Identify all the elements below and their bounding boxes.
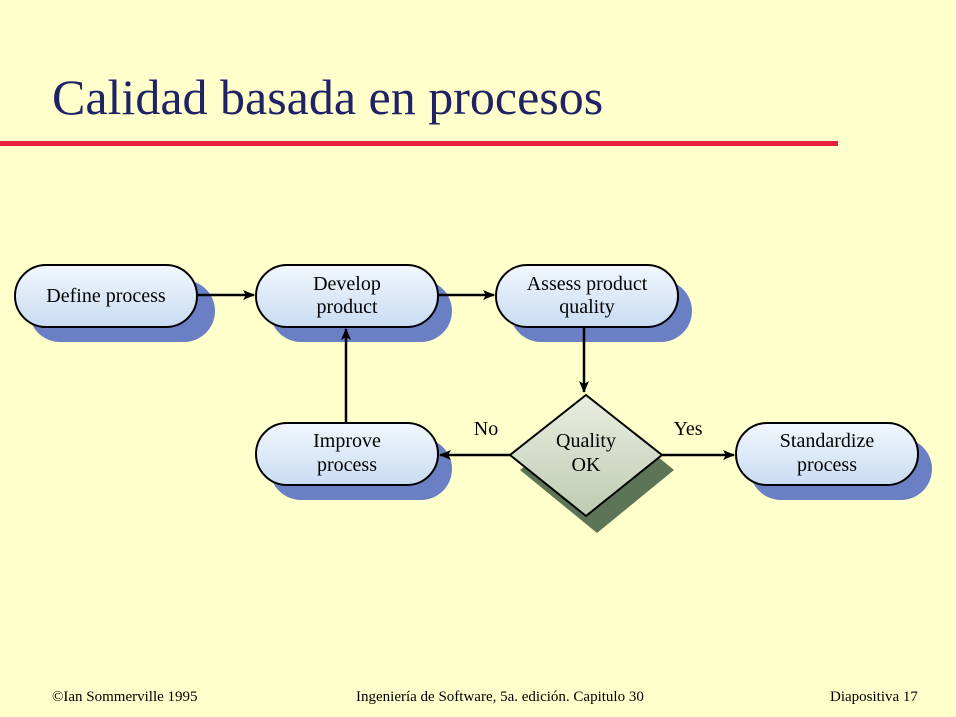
node-assess-quality-label-2: quality [559, 296, 615, 318]
node-assess-quality-label-1: Assess product [527, 273, 648, 295]
node-standardize-process: Standardize process [735, 422, 919, 486]
node-assess-product-quality: Assess product quality [495, 264, 679, 328]
node-quality-decision-label-2: OK [572, 454, 601, 476]
node-develop-product-label-1: Develop [313, 273, 381, 295]
node-define-process: Define process [14, 264, 198, 328]
node-develop-product: Develop product [255, 264, 439, 328]
edge-label-no: No [474, 418, 498, 440]
edge-label-yes: Yes [673, 418, 702, 440]
footer-copyright: ©Ian Sommerville 1995 [52, 689, 198, 705]
node-develop-product-label-2: product [316, 296, 378, 318]
node-improve-process: Improve process [255, 422, 439, 486]
node-quality-decision-label-1: Quality [556, 430, 616, 452]
footer-course: Ingeniería de Software, 5a. edición. Cap… [356, 689, 644, 705]
node-standardize-process-label-1: Standardize [780, 430, 875, 452]
title-underline [0, 141, 838, 146]
node-standardize-process-label-2: process [797, 454, 857, 476]
footer-slide-number: Diapositiva 17 [830, 689, 918, 705]
node-define-process-label: Define process [46, 285, 166, 307]
slide-title: Calidad basada en procesos [52, 69, 604, 125]
node-improve-process-label-2: process [317, 454, 377, 476]
node-quality-decision: Quality OK [508, 393, 664, 518]
node-improve-process-label-1: Improve [313, 430, 381, 452]
